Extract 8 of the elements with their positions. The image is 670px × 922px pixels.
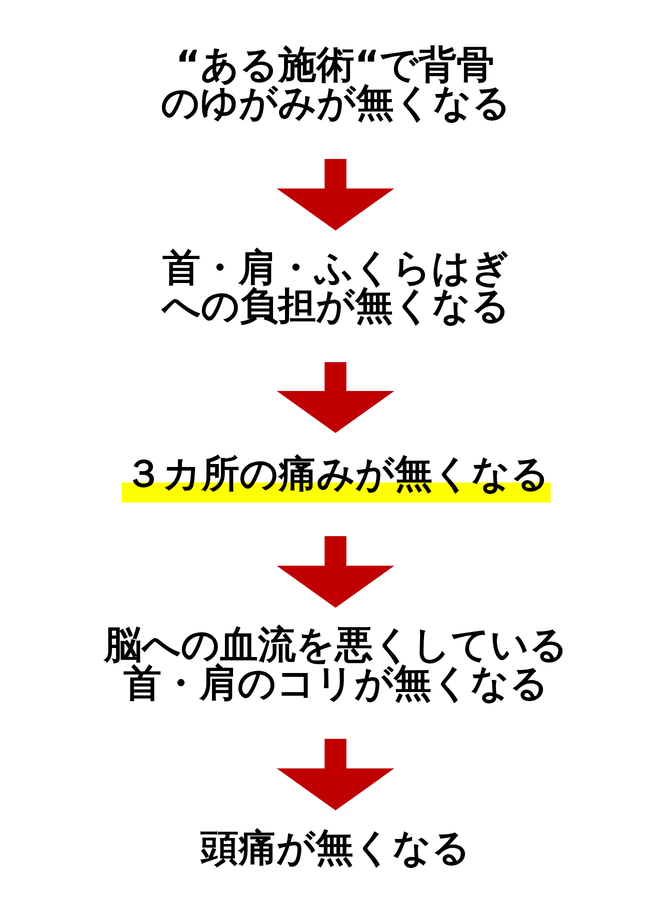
node-text: 首・肩・ふくらはぎへの負担が無くなる: [161, 245, 510, 328]
node-text: “ある施術“で背骨のゆがみが無くなる: [160, 42, 511, 125]
node-text: 脳への血流を悪くしている首・肩のコリが無くなる: [103, 622, 568, 705]
arrow: [276, 362, 394, 434]
node-text: 頭痛が無くなる: [200, 826, 470, 870]
arrow: [276, 159, 394, 231]
arrow: [276, 536, 394, 608]
arrow: [276, 738, 394, 810]
